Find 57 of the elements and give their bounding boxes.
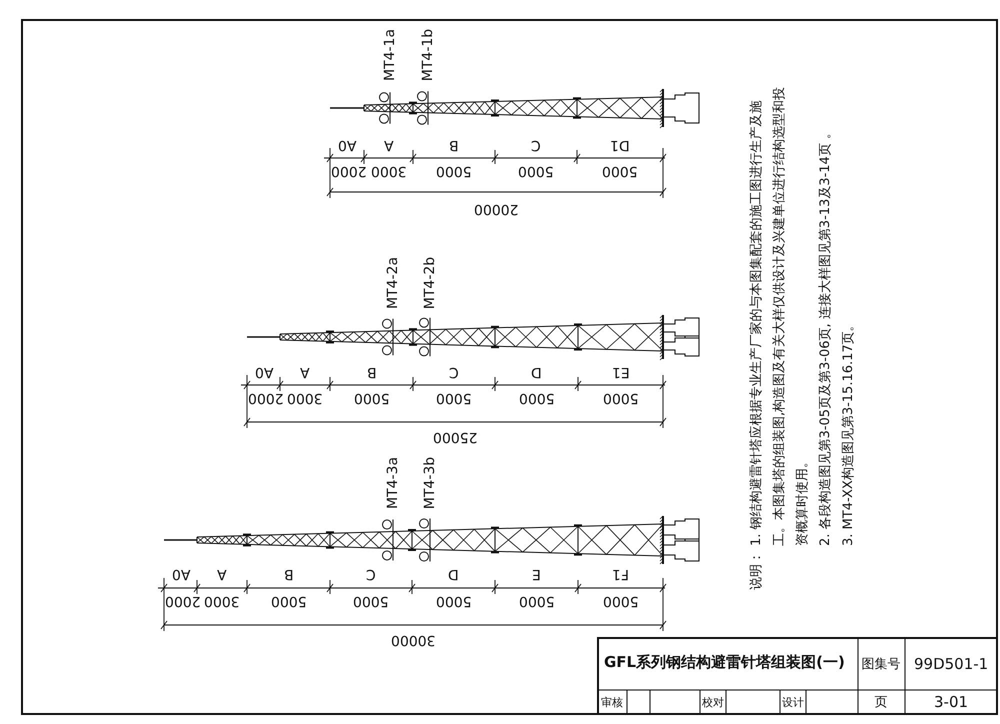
dimension-value: 5000 — [602, 391, 638, 405]
segment-label: A0 — [338, 138, 356, 152]
dimension-value: 5000 — [436, 594, 472, 608]
dimension-value: 2000 — [164, 594, 200, 608]
field-label: 审核 — [601, 696, 623, 708]
dimension-value: 5000 — [436, 391, 472, 405]
section-mark-label: MT4-3a — [386, 456, 400, 510]
dimension-value: 5000 — [518, 594, 554, 608]
dimension-value: 5000 — [354, 391, 390, 405]
dimension-value: 3000 — [204, 594, 240, 608]
field-label: 页 — [874, 696, 888, 708]
dimension-value: 2000 — [331, 164, 367, 178]
dimension-value: 5000 — [602, 594, 638, 608]
dimension-value: 5000 — [518, 164, 554, 178]
note-text: 2. 各段构造图见第3-05页及第3-06页, 连接大样图见第3-13及3-14页 。 — [817, 125, 834, 546]
segment-label: D1 — [610, 138, 630, 152]
dimension-value: 20000 — [474, 202, 519, 216]
drawing-title: GFL系列钢结构避雷针塔组装图(一) — [604, 655, 845, 670]
page-number: 3-01 — [934, 694, 968, 710]
segment-label: A — [300, 365, 310, 379]
dimension-value: 5000 — [602, 164, 638, 178]
dimension-value: 3000 — [287, 391, 323, 405]
segment-label: F1 — [612, 567, 629, 581]
segment-label: B — [449, 138, 459, 152]
segment-label: A0 — [254, 365, 273, 379]
note-text: 1. 钢结构避雷针塔应根据专业生产厂家的与本图集配套的施工图进行生产及施工。本图集塔的组装图,构造图及有关大样仅供设计及兴建单位进行结构选型和投资概算时使用。 — [748, 86, 811, 546]
segment-label: E1 — [612, 365, 630, 379]
segment-label: D — [531, 365, 542, 379]
dimension-value: 2000 — [248, 391, 284, 405]
segment-label: C — [366, 567, 376, 581]
dimension-value: 3000 — [370, 164, 406, 178]
section-mark-label: MT4-1b — [421, 28, 436, 82]
drawing-number: 99D501-1 — [914, 656, 988, 672]
segment-label: C — [531, 138, 541, 152]
field-label: 校对 — [702, 696, 724, 708]
segment-label: B — [366, 365, 376, 379]
section-mark-label: MT4-2a — [386, 256, 400, 310]
field-label: 设计 — [782, 696, 804, 708]
note-text: 说明： — [748, 550, 765, 590]
segment-label: A0 — [172, 567, 190, 581]
field-label: 图集号 — [862, 658, 900, 670]
section-mark-label: MT4-3b — [423, 456, 438, 510]
segment-label: A — [384, 138, 394, 152]
section-mark-label: MT4-2b — [423, 256, 438, 310]
dimension-value: 5000 — [518, 391, 554, 405]
dimension-value: 5000 — [436, 164, 472, 178]
segment-label: D — [448, 567, 459, 581]
dimension-value: 5000 — [270, 594, 306, 608]
dimension-value: 25000 — [432, 430, 478, 444]
note-text: 3. MT4-XX构造图见第3-15.16.17页。 — [840, 317, 857, 546]
segment-label: A — [217, 567, 227, 581]
dimension-value: 5000 — [353, 594, 389, 608]
section-mark-label: MT4-1a — [383, 28, 398, 82]
segment-label: E — [532, 567, 541, 581]
dimension-value: 30000 — [391, 633, 436, 647]
segment-label: B — [284, 567, 294, 581]
segment-label: C — [449, 365, 459, 379]
